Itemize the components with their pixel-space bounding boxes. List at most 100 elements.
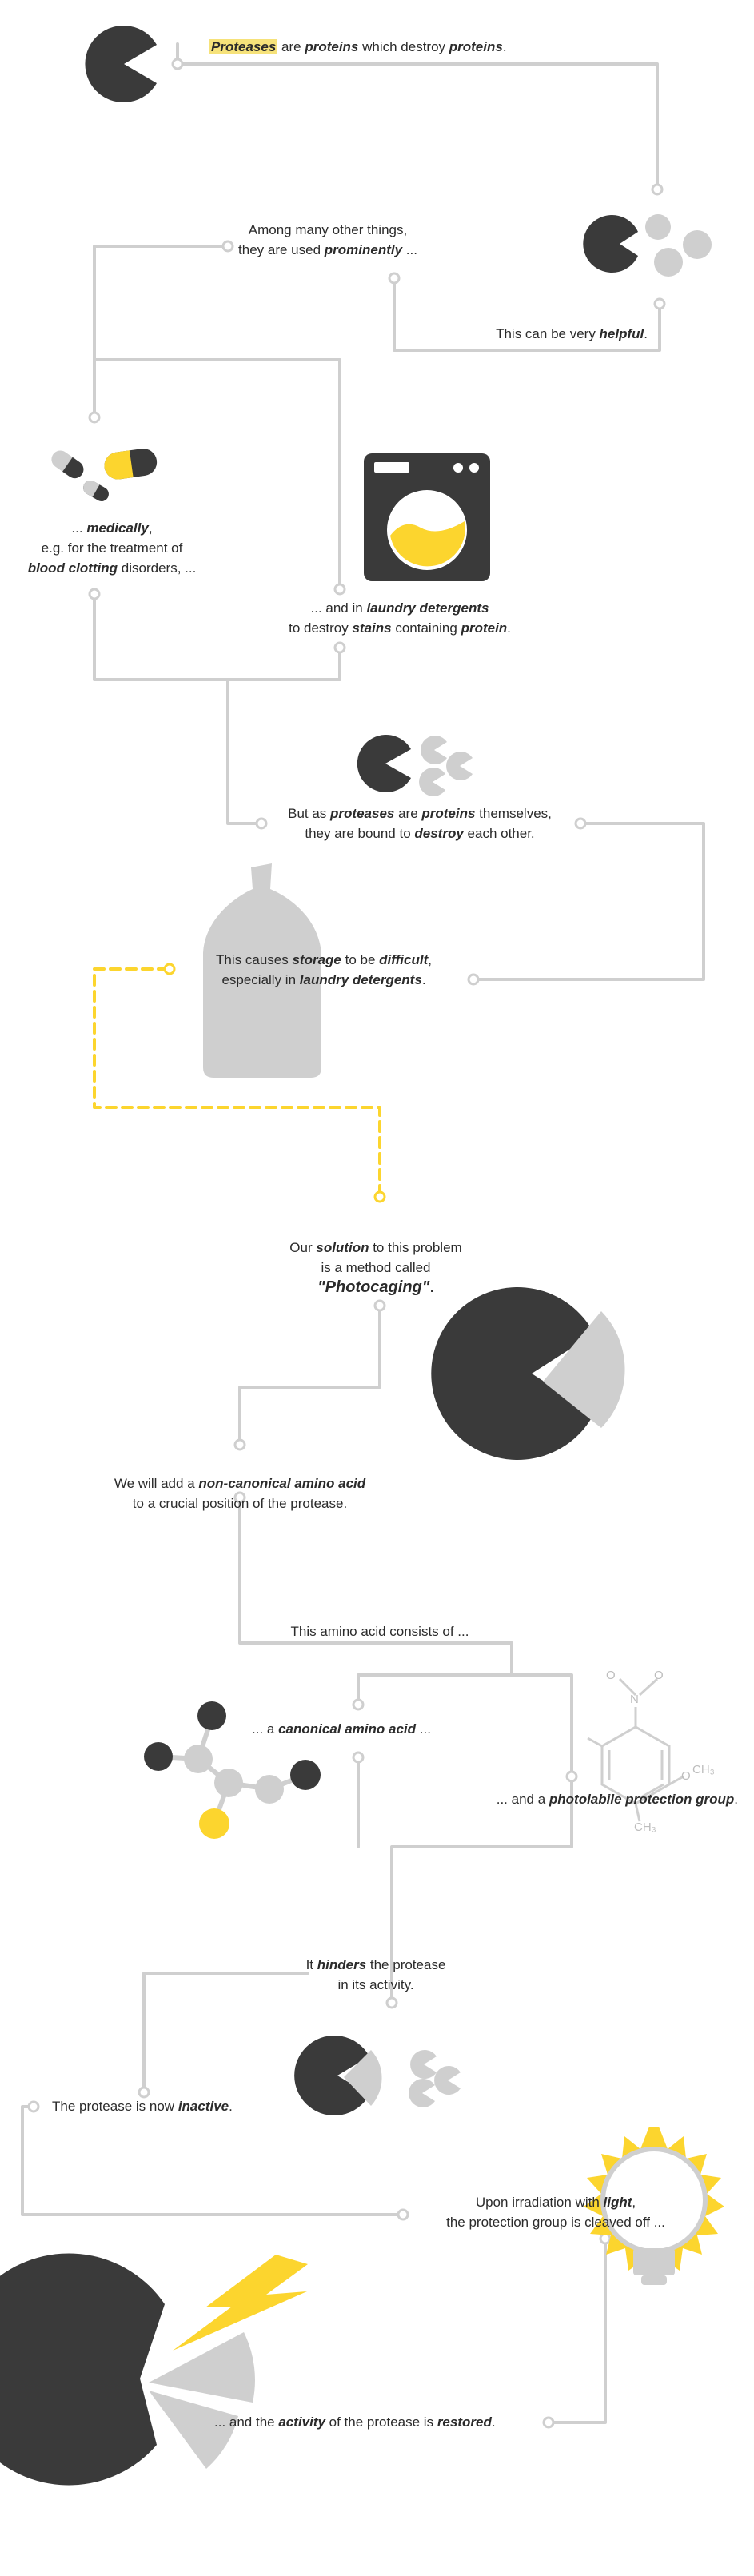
step-laundry-detergents: ... and in laundry detergents to destroy… <box>240 598 560 638</box>
step-storage-difficult: This causes storage to be difficult, esp… <box>176 950 472 990</box>
step-consists-of: This amino acid consists of ... <box>256 1621 504 1641</box>
atom <box>214 1769 243 1797</box>
node <box>599 2232 612 2245</box>
node <box>233 1491 246 1504</box>
bond-attach <box>587 1737 603 1748</box>
pacman-small <box>421 736 447 765</box>
lightning-bolt <box>173 2255 308 2351</box>
text: ... <box>71 520 87 536</box>
node <box>352 1751 365 1764</box>
methyl-label: CH₃ <box>692 1763 715 1776</box>
step-proteases-definition: Proteases are proteins which destroy pro… <box>209 37 641 57</box>
text: Our <box>289 1240 317 1255</box>
double-bond <box>639 1783 664 1800</box>
atom-o-minus: O⁻ <box>654 1669 670 1682</box>
step-photocaging-solution: Our solution to this problem is a method… <box>240 1238 512 1298</box>
keyword: proteases <box>330 806 395 821</box>
protein-dot <box>645 214 671 240</box>
node <box>221 240 234 253</box>
connector-5 <box>93 594 341 681</box>
node <box>88 411 101 424</box>
machine-water <box>390 521 465 567</box>
keyword: proteins <box>421 806 476 821</box>
pacman-dark <box>583 215 638 273</box>
connector-3 <box>93 245 228 417</box>
connector-2 <box>393 278 661 352</box>
text: are <box>394 806 422 821</box>
node <box>373 1299 386 1312</box>
keyword: proteins <box>305 39 359 54</box>
keyword: helpful <box>599 326 644 341</box>
connector-16 <box>549 2237 607 2424</box>
dashed-nodes <box>163 963 386 1203</box>
bond-o <box>638 1677 659 1697</box>
text: It <box>305 1957 317 1972</box>
methyl-label: CH₃ <box>634 1820 656 1834</box>
pacman-small <box>409 2078 435 2107</box>
text: each other. <box>463 826 535 841</box>
node <box>233 1438 246 1451</box>
text: e.g. for the treatment of <box>41 540 183 556</box>
pie-dark <box>0 2253 165 2486</box>
washing-machine-icon <box>364 453 490 581</box>
step-now-inactive: The protease is now inactive. <box>52 2096 316 2116</box>
light-bulb-icon <box>584 2127 724 2285</box>
node <box>138 2086 150 2099</box>
restored-protease-icon <box>0 2253 308 2486</box>
node <box>542 2416 555 2429</box>
step-destroy-each-other: But as proteases are proteins themselves… <box>256 804 584 843</box>
connector-6 <box>226 678 261 825</box>
keyword: activity <box>278 2415 325 2430</box>
pacman-small <box>434 2065 461 2095</box>
text: . <box>507 620 511 636</box>
node <box>467 973 480 986</box>
text: . <box>491 2415 496 2430</box>
node <box>333 641 346 654</box>
text: We will add a <box>114 1476 199 1491</box>
machine-panel <box>374 462 409 473</box>
atom <box>184 1745 213 1773</box>
bond-ome <box>668 1775 684 1786</box>
text: to be <box>341 952 380 967</box>
text: , <box>632 2195 636 2210</box>
connector-nodes <box>27 58 666 2429</box>
node <box>653 297 666 310</box>
keyword: inactive <box>178 2099 229 2114</box>
text: they are bound to <box>305 826 415 841</box>
keyword: stains <box>352 620 392 636</box>
text: containing <box>391 620 461 636</box>
pie-light <box>149 2391 238 2469</box>
keyword: Proteases <box>209 39 278 54</box>
pacman-small <box>446 752 473 780</box>
keyword: "Photocaging" <box>317 1278 430 1296</box>
text: This can be very <box>496 326 600 341</box>
pill-yellow-half <box>104 450 134 480</box>
node <box>388 272 401 285</box>
pie-dark <box>294 2035 369 2115</box>
machine-knob <box>453 463 463 473</box>
text: ... and in <box>310 600 367 616</box>
nitro-methoxy-ring-icon: N O O⁻ O CH₃ CH₃ <box>587 1669 715 1834</box>
dashed-connector <box>93 967 381 1197</box>
pacman-eating-icon <box>583 214 712 277</box>
amino-acid-molecule-icon <box>144 1701 321 1839</box>
atom-n: N <box>630 1693 639 1706</box>
text: especially in <box>221 972 300 987</box>
connector-1 <box>176 42 659 189</box>
node <box>651 183 664 196</box>
text: themselves, <box>475 806 552 821</box>
pie-dark <box>431 1287 594 1461</box>
pills-icon <box>51 449 158 501</box>
text: . <box>502 39 507 54</box>
text: . <box>734 1792 738 1807</box>
atom <box>290 1760 321 1790</box>
atom <box>199 1808 229 1839</box>
detergent-bottle-icon <box>203 863 321 1078</box>
text: This causes <box>216 952 293 967</box>
keyword: storage <box>292 952 341 967</box>
keyword: laundry detergents <box>299 972 422 987</box>
node <box>255 817 268 830</box>
text: which destroy <box>358 39 449 54</box>
pie-light <box>344 2050 382 2106</box>
